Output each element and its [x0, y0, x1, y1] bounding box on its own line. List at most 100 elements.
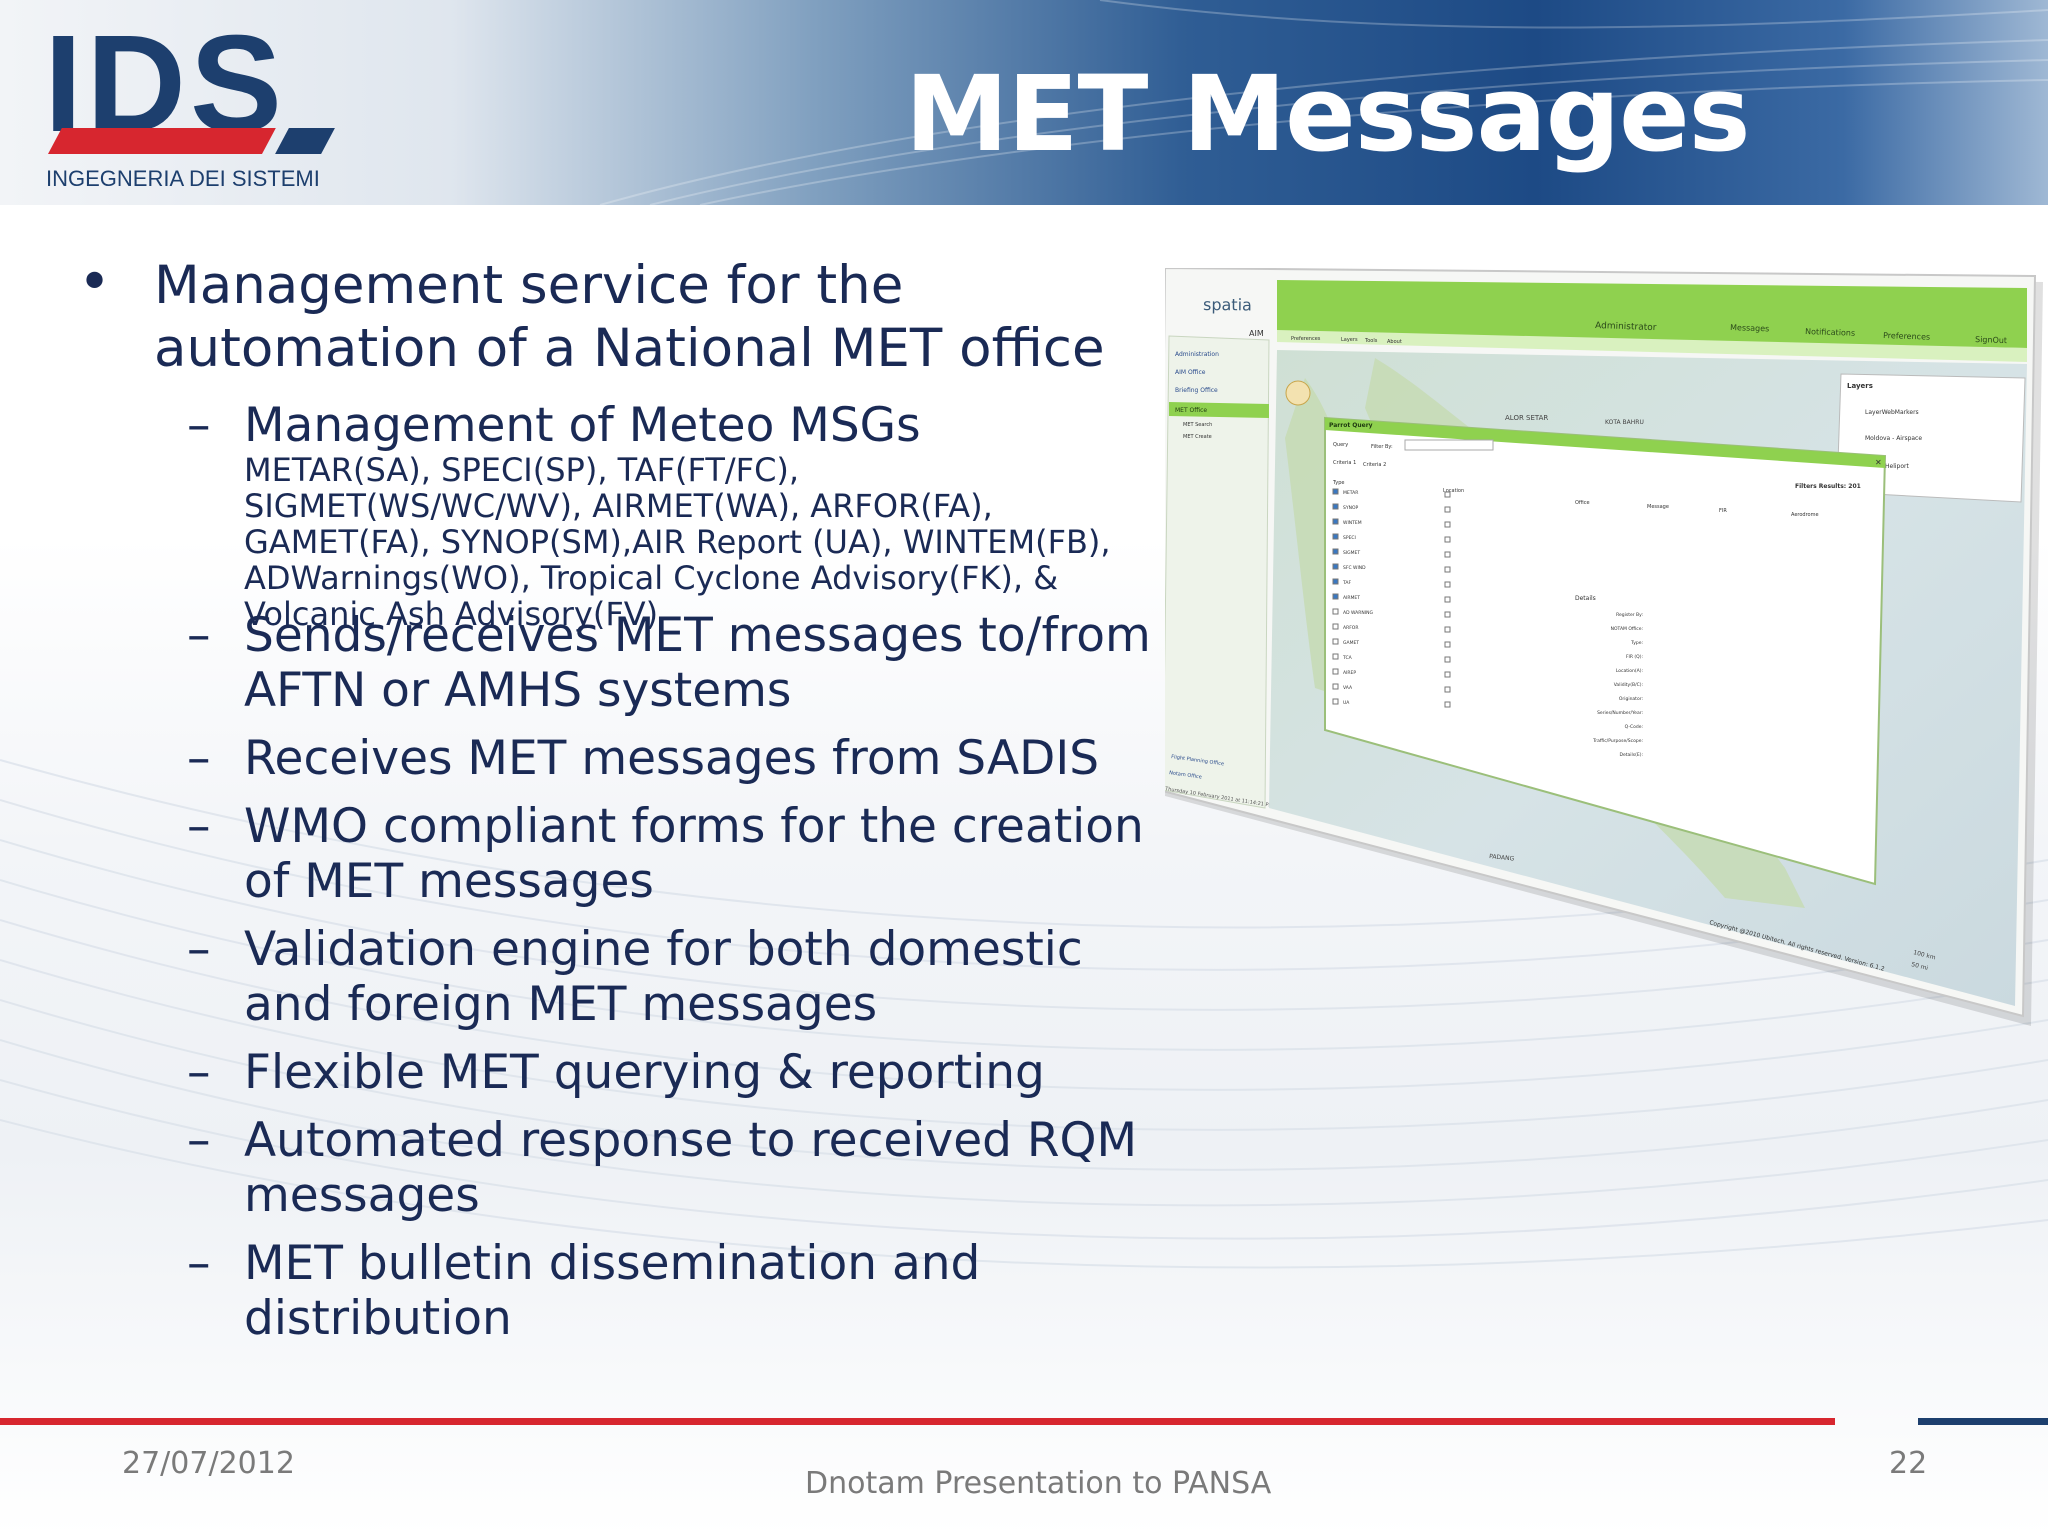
- type-checkbox[interactable]: [1332, 578, 1339, 585]
- type-checkbox[interactable]: [1332, 623, 1339, 630]
- menu-preferences[interactable]: Preferences: [1291, 336, 1321, 342]
- top-link-notifications[interactable]: Notifications: [1805, 327, 1855, 338]
- result-column-header[interactable]: Office: [1575, 500, 1590, 506]
- type-label: SYNOP: [1343, 505, 1359, 511]
- query-tab[interactable]: Query: [1333, 442, 1348, 448]
- location-checkbox[interactable]: [1444, 491, 1451, 498]
- layer-item-1[interactable]: LayerWebMarkers: [1865, 409, 1919, 416]
- type-label: AD WARNING: [1343, 610, 1373, 616]
- left-item-met-office[interactable]: MET Office: [1175, 407, 1207, 414]
- sub-bullet-2: Sends/receives MET messages to/from AFTN…: [244, 608, 1151, 718]
- left-item-met-search[interactable]: MET Search: [1183, 422, 1212, 428]
- type-label: TAF: [1342, 580, 1351, 586]
- top-link-signout[interactable]: SignOut: [1975, 335, 2007, 345]
- type-header: Type: [1332, 480, 1344, 486]
- sub-bullet-1: Management of Meteo MSGs: [244, 398, 921, 453]
- location-checkbox[interactable]: [1444, 551, 1451, 558]
- detail-field-label: Type:: [1630, 640, 1643, 646]
- user-label: Administrator: [1595, 321, 1657, 333]
- type-checkbox[interactable]: [1332, 533, 1339, 540]
- left-item-briefing-office[interactable]: Briefing Office: [1175, 387, 1218, 394]
- map-scale-mi: 50 mi: [1911, 961, 1930, 972]
- location-checkbox[interactable]: [1444, 506, 1451, 513]
- location-checkbox[interactable]: [1444, 611, 1451, 618]
- result-column-header[interactable]: Aerodrome: [1791, 512, 1819, 518]
- sub-bullet-7: Automated response to received RQM messa…: [244, 1113, 1138, 1223]
- top-link-messages[interactable]: Messages: [1730, 323, 1770, 333]
- filter-label: Filter By:: [1371, 444, 1393, 450]
- left-item-met-create[interactable]: MET Create: [1183, 434, 1212, 440]
- detail-field-label: Q-Code:: [1625, 724, 1643, 730]
- result-column-header[interactable]: Message: [1647, 504, 1669, 510]
- menu-tools[interactable]: Tools: [1364, 338, 1378, 344]
- type-label: METAR: [1343, 490, 1358, 496]
- type-checkbox[interactable]: [1332, 593, 1339, 600]
- layer-item-2[interactable]: Moldova - Airspace: [1865, 435, 1922, 442]
- map-pan-control[interactable]: [1285, 380, 1311, 406]
- dash: –: [187, 1113, 211, 1168]
- location-checkbox[interactable]: [1444, 566, 1451, 573]
- type-checkbox[interactable]: [1332, 608, 1339, 615]
- detail-field-label: NOTAM Office:: [1611, 626, 1643, 632]
- type-checkbox[interactable]: [1332, 488, 1339, 495]
- type-checkbox[interactable]: [1332, 683, 1339, 690]
- filter-input[interactable]: [1404, 439, 1494, 451]
- left-item-administration[interactable]: Administration: [1175, 351, 1219, 358]
- left-item-aim-office[interactable]: AIM Office: [1175, 369, 1206, 376]
- detail-field-label: Details(E):: [1620, 752, 1643, 758]
- logo-red-bar: [48, 128, 276, 154]
- slide-title: MET Messages: [905, 53, 1751, 175]
- layer-item-3[interactable]: Heliport: [1885, 463, 1909, 470]
- location-checkbox[interactable]: [1444, 701, 1451, 708]
- dash: –: [187, 731, 211, 786]
- location-checkbox[interactable]: [1444, 641, 1451, 648]
- location-checkbox[interactable]: [1444, 671, 1451, 678]
- map-label-kota-bahru: KOTA BAHRU: [1605, 419, 1644, 426]
- location-checkbox[interactable]: [1444, 521, 1451, 528]
- top-link-preferences[interactable]: Preferences: [1883, 331, 1930, 342]
- detail-field-label: Series/Number/Year:: [1597, 710, 1643, 716]
- app-screenshot-svg: spatia Administrator Messages Notificati…: [1165, 268, 2043, 1026]
- menu-about[interactable]: About: [1387, 339, 1402, 345]
- type-checkbox[interactable]: [1332, 563, 1339, 570]
- type-checkbox[interactable]: [1332, 668, 1339, 675]
- menu-bar: [1277, 330, 2027, 362]
- results-label: Filters Results: 201: [1795, 483, 1861, 490]
- app-screenshot: spatia Administrator Messages Notificati…: [1165, 268, 2045, 1028]
- criteria-tab-2[interactable]: Criteria 2: [1363, 462, 1386, 468]
- location-checkbox[interactable]: [1444, 686, 1451, 693]
- location-checkbox[interactable]: [1444, 626, 1451, 633]
- header-shine: [599, 0, 2048, 205]
- sub-bullet-3: Receives MET messages from SADIS: [244, 731, 1100, 786]
- header-banner: IDS INGEGNERIA DEI SISTEMI MET Messages: [0, 0, 2048, 205]
- logo-caption: INGEGNERIA DEI SISTEMI: [46, 166, 320, 191]
- left-panel: [1165, 335, 1270, 809]
- sub-bullet-8: MET bulletin dissemination and distribut…: [244, 1236, 981, 1346]
- criteria-tab-1[interactable]: Criteria 1: [1333, 460, 1356, 466]
- layers-title: Layers: [1847, 382, 1873, 390]
- location-checkbox[interactable]: [1444, 656, 1451, 663]
- left-item-notam-office[interactable]: Notam Office: [1169, 770, 1202, 781]
- type-checkbox[interactable]: [1332, 548, 1339, 555]
- type-label: VAA: [1343, 685, 1353, 691]
- menu-layers[interactable]: Layers: [1341, 337, 1358, 343]
- result-column-header[interactable]: FIR: [1719, 508, 1727, 514]
- location-checkbox[interactable]: [1444, 596, 1451, 603]
- dash: –: [187, 1045, 211, 1100]
- main-bullet: Management service for the automation of…: [154, 255, 1105, 379]
- query-dialog: Parrot Query ✕ Query Filter By: Criteria…: [1324, 416, 1887, 886]
- dash: –: [187, 799, 211, 854]
- detail-field-label: Register By:: [1616, 612, 1643, 618]
- type-checkbox[interactable]: [1332, 698, 1339, 705]
- type-checkbox[interactable]: [1332, 638, 1339, 645]
- type-checkbox[interactable]: [1332, 503, 1339, 510]
- type-checkbox[interactable]: [1332, 518, 1339, 525]
- location-checkbox[interactable]: [1444, 536, 1451, 543]
- type-label: ARFOR: [1343, 625, 1358, 631]
- ids-logo: IDS INGEGNERIA DEI SISTEMI: [44, 14, 344, 204]
- dialog-close-icon[interactable]: ✕: [1875, 458, 1882, 467]
- type-checkbox[interactable]: [1332, 653, 1339, 660]
- footer-title: Dnotam Presentation to PANSA: [805, 1466, 1272, 1501]
- location-checkbox[interactable]: [1444, 581, 1451, 588]
